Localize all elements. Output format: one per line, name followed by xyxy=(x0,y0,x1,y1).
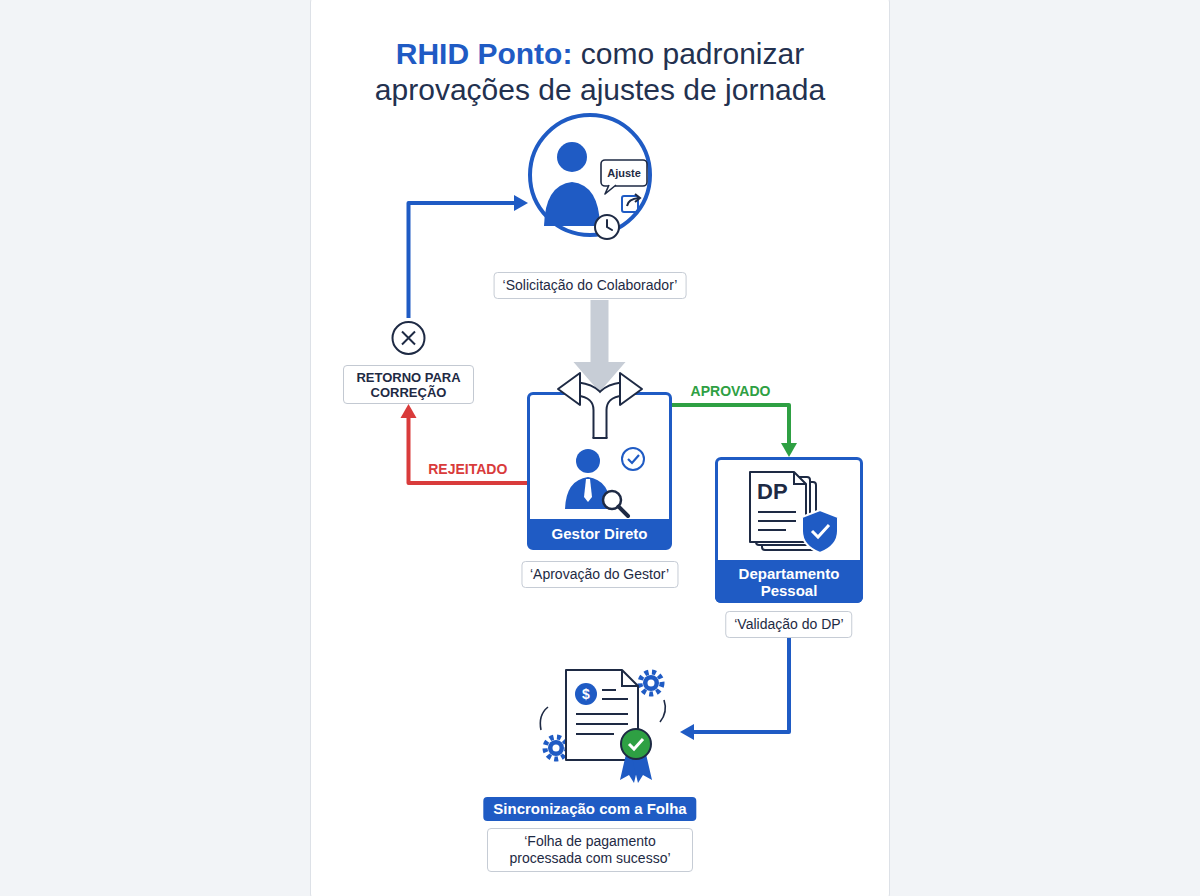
return-box: RETORNO PARA CORREÇÃO xyxy=(343,318,474,404)
currency-symbol: $ xyxy=(579,686,593,702)
payroll-icon-part xyxy=(553,745,560,752)
edge-label: REJEITADO xyxy=(428,461,507,478)
payroll-icon-part xyxy=(540,700,665,730)
connector-line xyxy=(691,637,789,732)
diagram-title: RHID Ponto: como padronizar aprovações d… xyxy=(340,36,860,108)
box-band: Gestor Direto xyxy=(530,519,669,547)
connector xyxy=(672,405,797,457)
connector-line xyxy=(409,415,528,483)
edge-label: APROVADO xyxy=(691,383,771,400)
payroll-icon-part xyxy=(545,737,567,759)
title-highlight: RHID Ponto: xyxy=(396,37,573,70)
payroll-icon-part xyxy=(629,739,643,749)
payroll-icon-part xyxy=(575,683,597,705)
caption-pill: ‘Folha de pagamento processada com suces… xyxy=(487,828,693,872)
connector-line xyxy=(672,405,789,446)
connector-line xyxy=(409,203,518,318)
step-pill: Sincronização com a Folha xyxy=(483,797,696,821)
connector xyxy=(574,300,626,392)
reject-mark-part xyxy=(402,332,415,345)
payroll-step: Sincronização com a Folha‘Folha de pagam… xyxy=(500,660,680,860)
connector xyxy=(680,637,789,740)
department-box: Departamento Pessoal ‘Validação do DP’ xyxy=(715,457,863,637)
payroll-icon-part xyxy=(621,729,651,759)
box-band: Departamento Pessoal xyxy=(715,560,863,603)
payroll-icon-part xyxy=(622,670,638,686)
connector xyxy=(409,195,529,318)
reject-mark xyxy=(393,322,425,354)
payroll-icon-part xyxy=(648,680,655,687)
bubble-text: Ajuste xyxy=(601,167,647,180)
approver-box: Gestor Direto‘Aprovação do Gestor’ xyxy=(527,392,672,550)
caption-pill: ‘Validação do DP’ xyxy=(725,611,852,638)
caption-pill: ‘Aprovação do Gestor’ xyxy=(521,561,678,588)
flow-arrow xyxy=(574,300,626,392)
payroll-icon-part xyxy=(566,670,638,760)
payroll-icon-part xyxy=(640,672,662,694)
icon-text: DP xyxy=(757,480,788,504)
payroll-icon-part xyxy=(632,754,652,783)
payroll-icon-part xyxy=(548,740,564,756)
connector xyxy=(401,404,528,483)
payroll-icon-part xyxy=(643,675,659,691)
actor-circle: Ajuste‘Solicitação do Colaborador’ xyxy=(528,113,652,300)
payroll-icon-part xyxy=(620,754,640,783)
arrow-head xyxy=(514,195,528,211)
payroll-icon xyxy=(540,670,665,783)
arrow-head xyxy=(680,724,694,740)
arrow-head xyxy=(401,404,417,418)
return-label: RETORNO PARA CORREÇÃO xyxy=(343,365,474,404)
caption-pill: ‘Solicitação do Colaborador’ xyxy=(494,272,687,299)
arrow-head xyxy=(781,443,797,457)
reject-mark-part xyxy=(393,322,425,354)
